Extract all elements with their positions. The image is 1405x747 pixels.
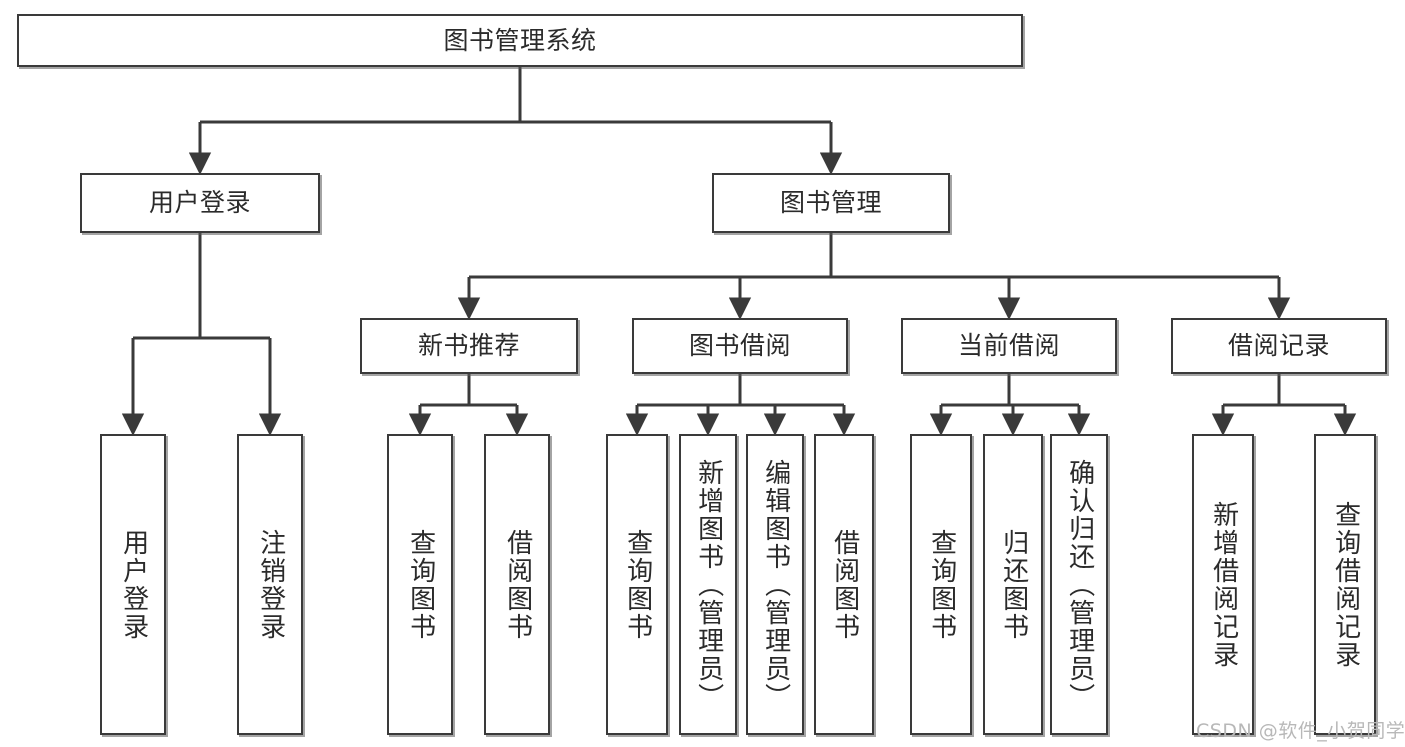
node-label: 注销登录	[255, 528, 286, 641]
node-new-book-recommend[interactable]: 新书推荐	[360, 318, 578, 374]
node-user-login[interactable]: 用户登录	[80, 173, 320, 233]
node-label: 查询图书	[622, 528, 653, 641]
node-label: 图书借阅	[688, 331, 791, 361]
node-label: 编辑图书（管理员）	[760, 458, 791, 711]
node-borrow-records[interactable]: 借阅记录	[1171, 318, 1387, 374]
node-label: 新增借阅记录	[1208, 500, 1239, 669]
node-label: 确认归还（管理员）	[1064, 458, 1095, 711]
leaf-borrow-book-new[interactable]: 借阅图书	[484, 434, 550, 735]
node-label: 查询图书	[926, 528, 957, 641]
leaf-add-book-admin[interactable]: 新增图书（管理员）	[679, 434, 737, 735]
node-label: 图书管理	[779, 188, 882, 218]
node-label: 用户登录	[118, 528, 149, 641]
leaf-query-book-new[interactable]: 查询图书	[387, 434, 453, 735]
leaf-add-borrow-record[interactable]: 新增借阅记录	[1192, 434, 1254, 735]
node-root[interactable]: 图书管理系统	[17, 14, 1023, 67]
node-label: 当前借阅	[957, 331, 1060, 361]
node-label: 查询图书	[405, 528, 436, 641]
leaf-return-book[interactable]: 归还图书	[983, 434, 1043, 735]
leaf-edit-book-admin[interactable]: 编辑图书（管理员）	[746, 434, 804, 735]
node-label: 借阅记录	[1227, 331, 1330, 361]
node-label: 归还图书	[998, 528, 1029, 641]
leaf-query-book-borrow[interactable]: 查询图书	[606, 434, 668, 735]
node-book-borrow[interactable]: 图书借阅	[632, 318, 848, 374]
watermark: CSDN @软件_小贺同学	[1196, 720, 1405, 742]
leaf-confirm-return-admin[interactable]: 确认归还（管理员）	[1050, 434, 1108, 735]
node-label: 查询借阅记录	[1330, 500, 1361, 669]
leaf-borrow-book[interactable]: 借阅图书	[814, 434, 874, 735]
node-label: 借阅图书	[829, 528, 860, 641]
node-current-borrow[interactable]: 当前借阅	[901, 318, 1117, 374]
node-label: 新书推荐	[417, 331, 520, 361]
leaf-logout[interactable]: 注销登录	[237, 434, 303, 735]
node-label: 新增图书（管理员）	[693, 458, 724, 711]
node-book-management[interactable]: 图书管理	[712, 173, 950, 233]
leaf-user-login[interactable]: 用户登录	[100, 434, 166, 735]
node-label: 借阅图书	[502, 528, 533, 641]
node-label: 图书管理系统	[443, 25, 597, 55]
leaf-query-borrow-record[interactable]: 查询借阅记录	[1314, 434, 1376, 735]
leaf-query-book-current[interactable]: 查询图书	[910, 434, 972, 735]
node-label: 用户登录	[148, 188, 251, 218]
